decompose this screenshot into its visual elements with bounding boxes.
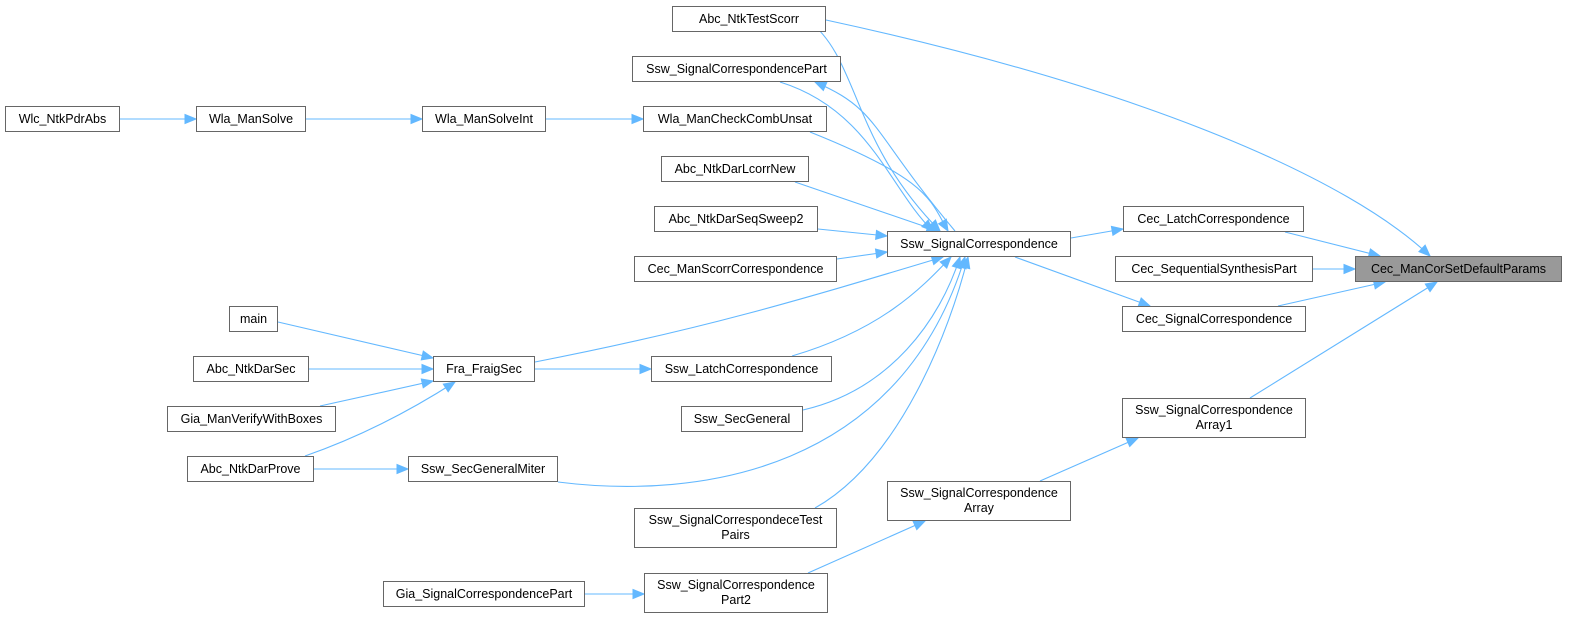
edge-gia_verify-to-fra_fraigsec <box>319 380 434 407</box>
arrowhead-ssw_arr1-to-root <box>1424 281 1439 293</box>
node-abc-ntktestscorr[interactable]: Abc_NtkTestScorr <box>672 6 826 32</box>
edge-abc_testscorr-to-ssw_signal <box>807 19 941 232</box>
arrowhead-ssw_arr-to-ssw_arr1 <box>1125 437 1140 448</box>
arrowhead-ssw_testpairs-to-ssw_signal <box>960 255 971 270</box>
edge-abc_seqsweep2-to-ssw_signal <box>817 228 888 237</box>
arrowhead-ssw_signal-to-ssw_part <box>813 81 828 92</box>
arrowhead-fra_fraigsec-to-ssw_latch <box>639 363 653 375</box>
node-abc-ntkdarseqsweep2[interactable]: Abc_NtkDarSeqSweep2 <box>654 206 818 232</box>
node-cec-manscorrcorrespondence[interactable]: Cec_ManScorrCorrespondence <box>634 256 837 282</box>
arrowhead-abc_darsec-to-fra_fraigsec <box>421 363 435 375</box>
arrowhead-main-to-fra_fraigsec <box>420 350 435 361</box>
edge-fra_fraigsec-to-ssw_signal <box>534 256 944 363</box>
arrowhead-wla_solveint-to-wla_check <box>631 113 645 125</box>
node-ssw-latchcorrespondence[interactable]: Ssw_LatchCorrespondence <box>651 356 832 382</box>
arrowhead-abc_darprove-to-ssw_secgenmiter <box>396 463 410 475</box>
edge-ssw_signal-to-cec_signal <box>1014 256 1151 307</box>
arrowhead-ssw_latch-to-ssw_signal <box>939 256 952 269</box>
node-gia-manverifywithboxes[interactable]: Gia_ManVerifyWithBoxes <box>167 406 336 432</box>
edge-abc_darprove-to-fra_fraigsec <box>304 381 456 457</box>
edge-ssw_part-to-ssw_signal <box>779 81 934 232</box>
arrowhead-ssw_signal-to-cec_latch <box>1110 225 1125 237</box>
node-ssw-signalcorrespondencearray1[interactable]: Ssw_SignalCorrespondence Array1 <box>1122 398 1306 438</box>
arrowhead-cec_seqsyn-to-root <box>1343 263 1357 275</box>
node-ssw-secgeneralmiter[interactable]: Ssw_SecGeneralMiter <box>408 456 558 482</box>
edge-cec_signal-to-root <box>1277 281 1386 307</box>
node-abc-ntkdarlcorrnew[interactable]: Abc_NtkDarLcorrNew <box>661 156 809 182</box>
arrowhead-wla_check-to-ssw_signal <box>937 218 949 233</box>
node-wla-mancheckcombunsat[interactable]: Wla_ManCheckCombUnsat <box>643 106 827 132</box>
edge-ssw_secgen-to-ssw_signal <box>802 256 961 411</box>
node-wla-mansolveint[interactable]: Wla_ManSolveInt <box>422 106 546 132</box>
edge-ssw_latch-to-ssw_signal <box>791 256 952 357</box>
edge-ssw_arr-to-ssw_arr1 <box>1039 437 1139 482</box>
node-ssw-secgeneral[interactable]: Ssw_SecGeneral <box>681 406 803 432</box>
edge-ssw_arr1-to-root <box>1249 281 1438 399</box>
node-ssw-signalcorrespondecetestpairs[interactable]: Ssw_SignalCorrespondeceTest Pairs <box>634 508 837 548</box>
arrowhead-cec_scorr-to-ssw_signal <box>874 248 889 259</box>
node-cec-signalcorrespondence[interactable]: Cec_SignalCorrespondence <box>1122 306 1306 332</box>
node-ssw-signalcorrespondencearray[interactable]: Ssw_SignalCorrespondence Array <box>887 481 1071 521</box>
arrowhead-abc_testscorr-to-root <box>1418 244 1431 257</box>
node-abc-ntkdarprove[interactable]: Abc_NtkDarProve <box>187 456 314 482</box>
edge-ssw_testpairs-to-ssw_signal <box>814 256 969 509</box>
edge-ssw_part2-to-ssw_arr <box>807 520 926 574</box>
arrowhead-abc_darprove-to-fra_fraigsec <box>442 381 457 393</box>
node-gia-signalcorrespondencepart[interactable]: Gia_SignalCorrespondencePart <box>383 581 585 607</box>
node-cec-mancorsetdefaultparams[interactable]: Cec_ManCorSetDefaultParams <box>1355 256 1562 282</box>
node-ssw-signalcorrespondencepart2[interactable]: Ssw_SignalCorrespondence Part2 <box>644 573 828 613</box>
arrowhead-wla_solve-to-wla_solveint <box>410 113 424 125</box>
edge-wla_check-to-ssw_signal <box>809 131 949 232</box>
edge-abc_lcorrnew-to-ssw_signal <box>794 181 939 232</box>
node-wlc-ntkpdrabs[interactable]: Wlc_NtkPdrAbs <box>5 106 120 132</box>
node-ssw-signalcorrespondencepart[interactable]: Ssw_SignalCorrespondencePart <box>632 56 841 82</box>
edge-cec_latch-to-root <box>1284 231 1381 257</box>
node-wla-mansolve[interactable]: Wla_ManSolve <box>196 106 306 132</box>
node-fra-fraigsec[interactable]: Fra_FraigSec <box>433 356 535 382</box>
edge-ssw_signal-to-ssw_part <box>814 81 956 232</box>
node-main[interactable]: main <box>229 306 278 332</box>
edge-ssw_secgenmiter-to-ssw_signal <box>557 256 966 487</box>
edge-abc_testscorr-to-root <box>825 19 1431 257</box>
arrowhead-gia_sigpart-to-ssw_part2 <box>632 588 646 600</box>
arrowhead-wlc_pdrabs-to-wla_solve <box>184 113 198 125</box>
arrowhead-abc_seqsweep2-to-ssw_signal <box>875 229 889 241</box>
node-cec-sequentialsynthesispart[interactable]: Cec_SequentialSynthesisPart <box>1115 256 1313 282</box>
arrowhead-ssw_part2-to-ssw_arr <box>912 520 927 531</box>
node-cec-latchcorrespondence[interactable]: Cec_LatchCorrespondence <box>1123 206 1304 232</box>
node-abc-ntkdarsec[interactable]: Abc_NtkDarSec <box>193 356 309 382</box>
edge-main-to-fra_fraigsec <box>277 321 434 359</box>
arrowhead-gia_verify-to-fra_fraigsec <box>420 378 435 389</box>
node-ssw-signalcorrespondence[interactable]: Ssw_SignalCorrespondence <box>887 231 1071 257</box>
